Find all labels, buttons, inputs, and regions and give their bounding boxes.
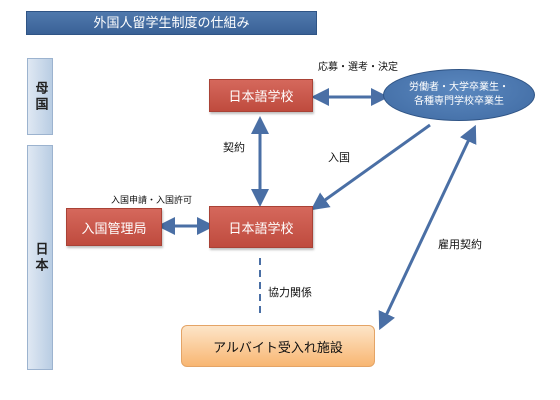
parttime-facility-label: アルバイト受入れ施設 (213, 340, 343, 356)
side-label-japan: 日本 (27, 145, 53, 370)
workers-line-1: 労働者・大学卒業生・ (409, 82, 509, 93)
side-label-home-country-text: 母国 (32, 80, 48, 113)
workers-line-2: 各種専門学校卒業生 (414, 96, 504, 107)
contract-label: 契約 (223, 141, 245, 154)
school-home-label: 日本語学校 (228, 90, 294, 105)
application-label: 応募・選考・決定 (318, 62, 398, 73)
school-japan-label: 日本語学校 (228, 221, 294, 237)
entry-permit-label: 入国申請・入国許可 (111, 196, 193, 206)
arrow-employment (378, 124, 477, 331)
school-japan-box: 日本語学校 (209, 206, 313, 248)
side-label-home-country: 母国 (27, 58, 53, 135)
side-label-japan-text: 日本 (32, 241, 48, 274)
diagram-title: 外国人留学生制度の仕組み (26, 11, 317, 35)
school-home-box: 日本語学校 (209, 79, 313, 112)
immigration-box: 入国管理局 (66, 208, 162, 246)
entry-label: 入国 (328, 151, 350, 164)
parttime-facility-box: アルバイト受入れ施設 (181, 325, 375, 367)
arrow-entry (310, 123, 431, 211)
cooperation-label: 協力関係 (268, 286, 312, 299)
workers-ellipse: 労働者・大学卒業生・ 各種専門学校卒業生 (383, 69, 535, 121)
immigration-label: 入国管理局 (81, 221, 147, 237)
employment-contract-label: 雇用契約 (438, 238, 482, 251)
